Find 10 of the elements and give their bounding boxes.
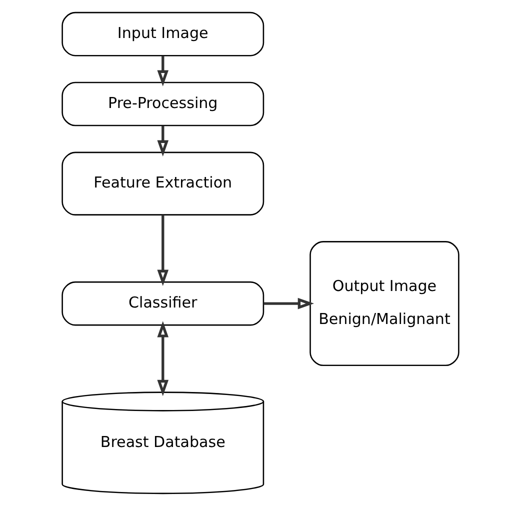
node-box: Output Image Benign/Malignant	[309, 241, 459, 366]
node-box: Classifier	[61, 281, 264, 326]
node-box: Pre-Processing	[61, 82, 264, 126]
arrow	[263, 298, 314, 310]
node-box: Input Image	[61, 12, 264, 56]
arrow	[156, 56, 168, 86]
node-box: Feature Extraction	[61, 152, 264, 216]
arrow	[156, 321, 168, 396]
arrow	[156, 215, 168, 286]
arrow	[156, 126, 168, 156]
